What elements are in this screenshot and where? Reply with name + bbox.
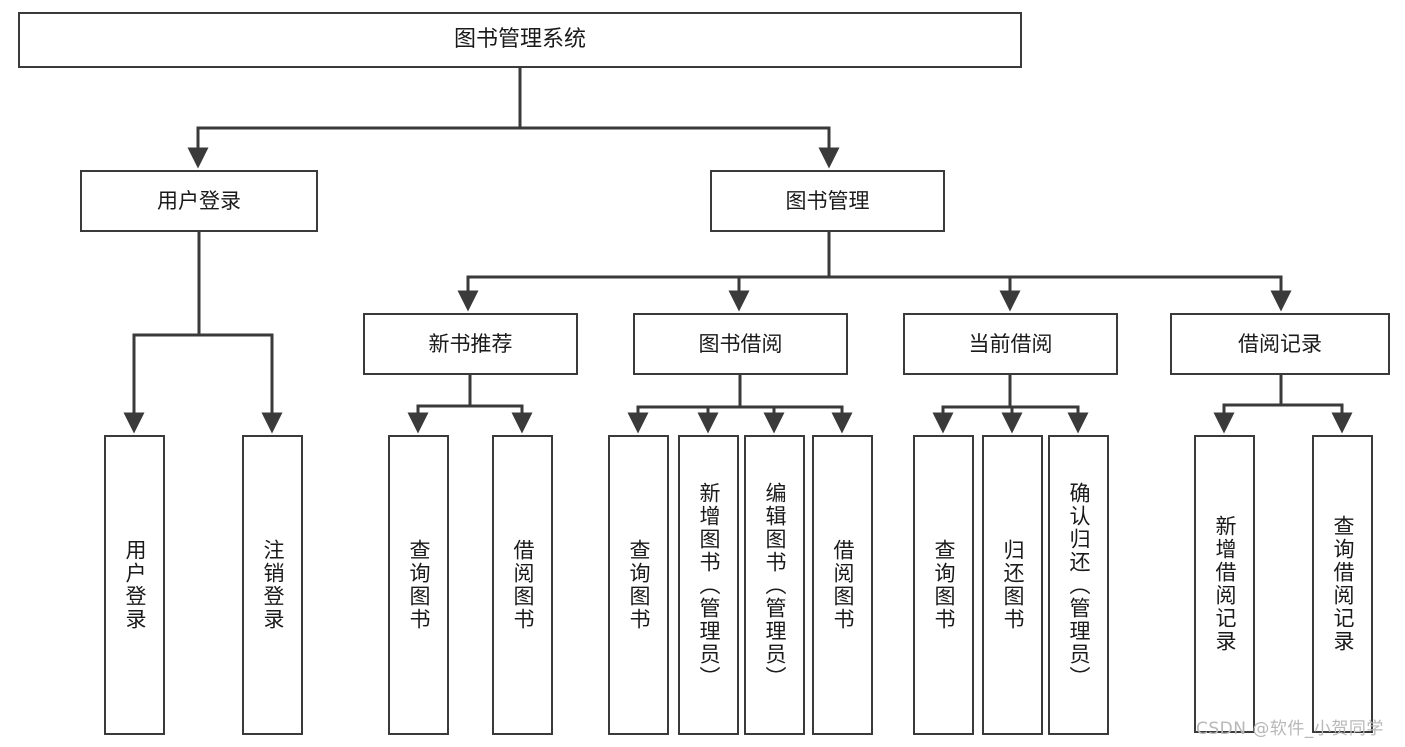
node-label: 注销登录 bbox=[261, 539, 285, 631]
node-label: 确认归还（管理员） bbox=[1067, 481, 1091, 689]
leaf-current-return-book[interactable]: 归还图书 bbox=[982, 435, 1043, 735]
node-label: 借阅图书 bbox=[511, 539, 535, 631]
leaf-current-query-book[interactable]: 查询图书 bbox=[913, 435, 974, 735]
leaf-borrow-borrow-book[interactable]: 借阅图书 bbox=[812, 435, 873, 735]
node-user-login[interactable]: 用户登录 bbox=[80, 170, 318, 232]
node-label: 查询借阅记录 bbox=[1331, 515, 1355, 653]
node-new-book-recommend[interactable]: 新书推荐 bbox=[363, 313, 578, 375]
node-label: 用户登录 bbox=[123, 539, 147, 631]
leaf-borrow-add-book[interactable]: 新增图书（管理员） bbox=[678, 435, 739, 735]
node-label: 新增借阅记录 bbox=[1213, 515, 1237, 653]
node-label: 图书管理 bbox=[785, 188, 870, 213]
leaf-borrow-edit-book[interactable]: 编辑图书（管理员） bbox=[744, 435, 805, 735]
node-label: 图书借阅 bbox=[698, 331, 783, 356]
node-borrow-record[interactable]: 借阅记录 bbox=[1170, 313, 1390, 375]
leaf-recommend-borrow-book[interactable]: 借阅图书 bbox=[492, 435, 553, 735]
node-label: 查询图书 bbox=[627, 539, 651, 631]
leaf-user-logout[interactable]: 注销登录 bbox=[242, 435, 303, 735]
node-label: 借阅记录 bbox=[1238, 331, 1322, 356]
leaf-record-query-record[interactable]: 查询借阅记录 bbox=[1312, 435, 1373, 733]
leaf-recommend-query-book[interactable]: 查询图书 bbox=[388, 435, 449, 735]
node-label: 新增图书（管理员） bbox=[697, 481, 721, 689]
node-label: 当前借阅 bbox=[968, 331, 1053, 356]
leaf-borrow-query-book[interactable]: 查询图书 bbox=[608, 435, 669, 735]
node-root-system[interactable]: 图书管理系统 bbox=[18, 12, 1022, 68]
node-label: 图书管理系统 bbox=[453, 27, 586, 53]
node-book-management[interactable]: 图书管理 bbox=[710, 170, 945, 232]
node-label: 归还图书 bbox=[1001, 539, 1025, 631]
node-label: 新书推荐 bbox=[428, 331, 513, 356]
node-label: 编辑图书（管理员） bbox=[763, 481, 787, 689]
leaf-user-login[interactable]: 用户登录 bbox=[104, 435, 165, 735]
node-label: 用户登录 bbox=[157, 188, 241, 213]
leaf-current-confirm-return[interactable]: 确认归还（管理员） bbox=[1048, 435, 1109, 735]
leaf-record-add-record[interactable]: 新增借阅记录 bbox=[1194, 435, 1255, 733]
node-label: 借阅图书 bbox=[831, 539, 855, 631]
node-label: 查询图书 bbox=[932, 539, 956, 631]
node-label: 查询图书 bbox=[407, 539, 431, 631]
node-current-borrow[interactable]: 当前借阅 bbox=[903, 313, 1118, 375]
node-book-borrow[interactable]: 图书借阅 bbox=[633, 313, 848, 375]
